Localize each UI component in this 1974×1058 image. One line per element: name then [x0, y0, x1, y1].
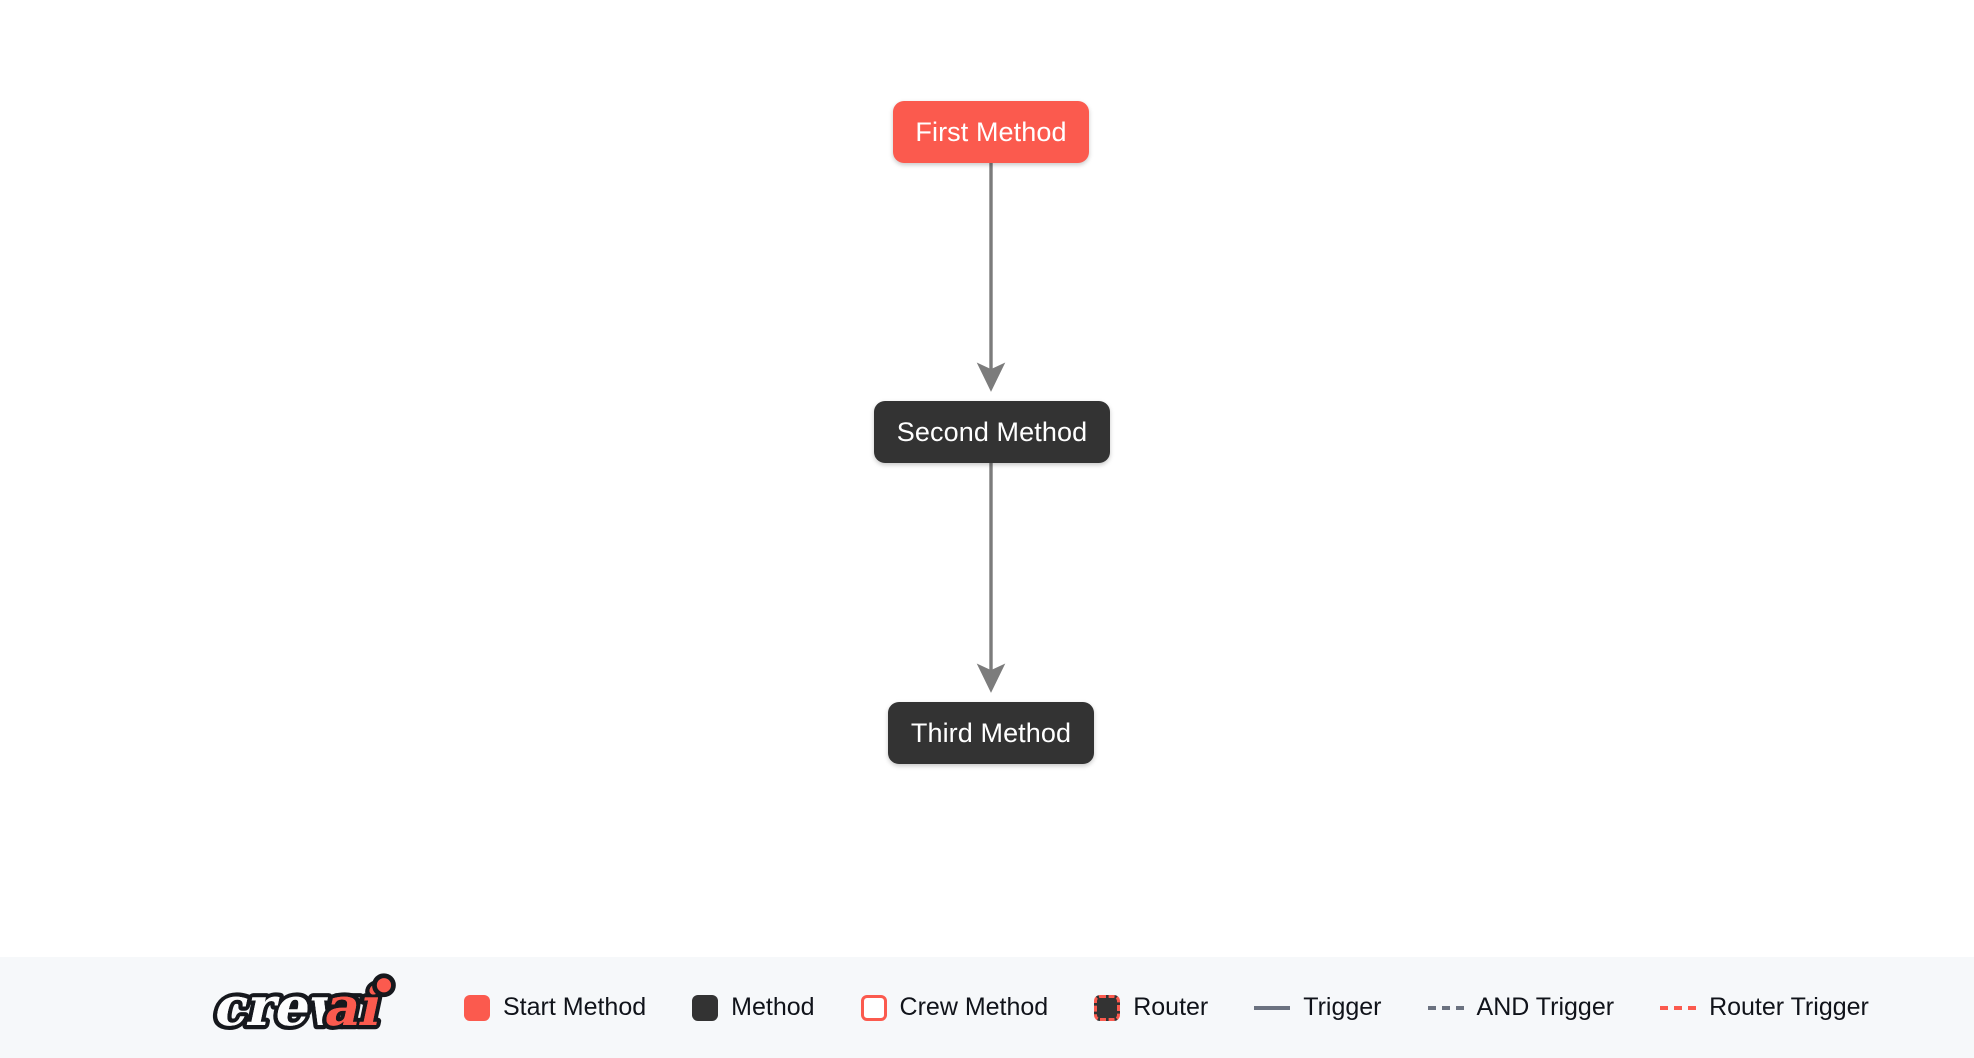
legend-label: Router Trigger — [1709, 993, 1869, 1021]
legend-item-router: Router — [1094, 993, 1209, 1021]
legend-label: Method — [731, 993, 815, 1021]
legend-item-start-method: Start Method — [464, 993, 647, 1021]
flow-node-label: Second Method — [896, 416, 1088, 447]
flow-node-label: Third Method — [910, 717, 1072, 748]
flow-node-first-method[interactable]: First Method — [893, 101, 1089, 163]
flow-canvas[interactable]: First Method Second Method Third Method — [0, 0, 1974, 957]
svg-text:crew: crew — [210, 974, 365, 1037]
svg-text:crew: crew — [210, 974, 365, 1037]
flow-node-third-method[interactable]: Third Method — [888, 702, 1094, 764]
legend-item-crew-method: Crew Method — [860, 993, 1049, 1021]
trigger-line-icon — [1254, 1005, 1291, 1010]
legend-label: Start Method — [503, 993, 647, 1021]
crew-method-swatch-icon — [860, 994, 887, 1021]
router-trigger-line-icon — [1660, 1005, 1697, 1010]
flow-node-second-method[interactable]: Second Method — [874, 401, 1110, 463]
legend-label: AND Trigger — [1476, 993, 1615, 1021]
legend-label: Crew Method — [899, 993, 1049, 1021]
flow-node-label: First Method — [915, 116, 1067, 147]
legend-item-method: Method — [692, 993, 815, 1021]
legend-item-and-trigger: AND Trigger — [1427, 993, 1615, 1021]
router-swatch-icon — [1094, 994, 1121, 1021]
legend-label: Router — [1133, 993, 1209, 1021]
legend-item-router-trigger: Router Trigger — [1660, 995, 1869, 1020]
legend-bar: crew crew ai ai Start Method Method Crew… — [0, 957, 1974, 1058]
legend-item-trigger: Trigger — [1254, 993, 1382, 1021]
and-trigger-line-icon — [1427, 1005, 1464, 1010]
method-swatch-icon — [692, 994, 719, 1021]
legend-label: Trigger — [1303, 993, 1382, 1021]
legend-items: Start Method Method Crew Method Router T… — [464, 993, 1869, 1021]
crewai-logo: crew crew ai ai — [206, 970, 396, 1042]
start-method-swatch-icon — [464, 994, 490, 1021]
